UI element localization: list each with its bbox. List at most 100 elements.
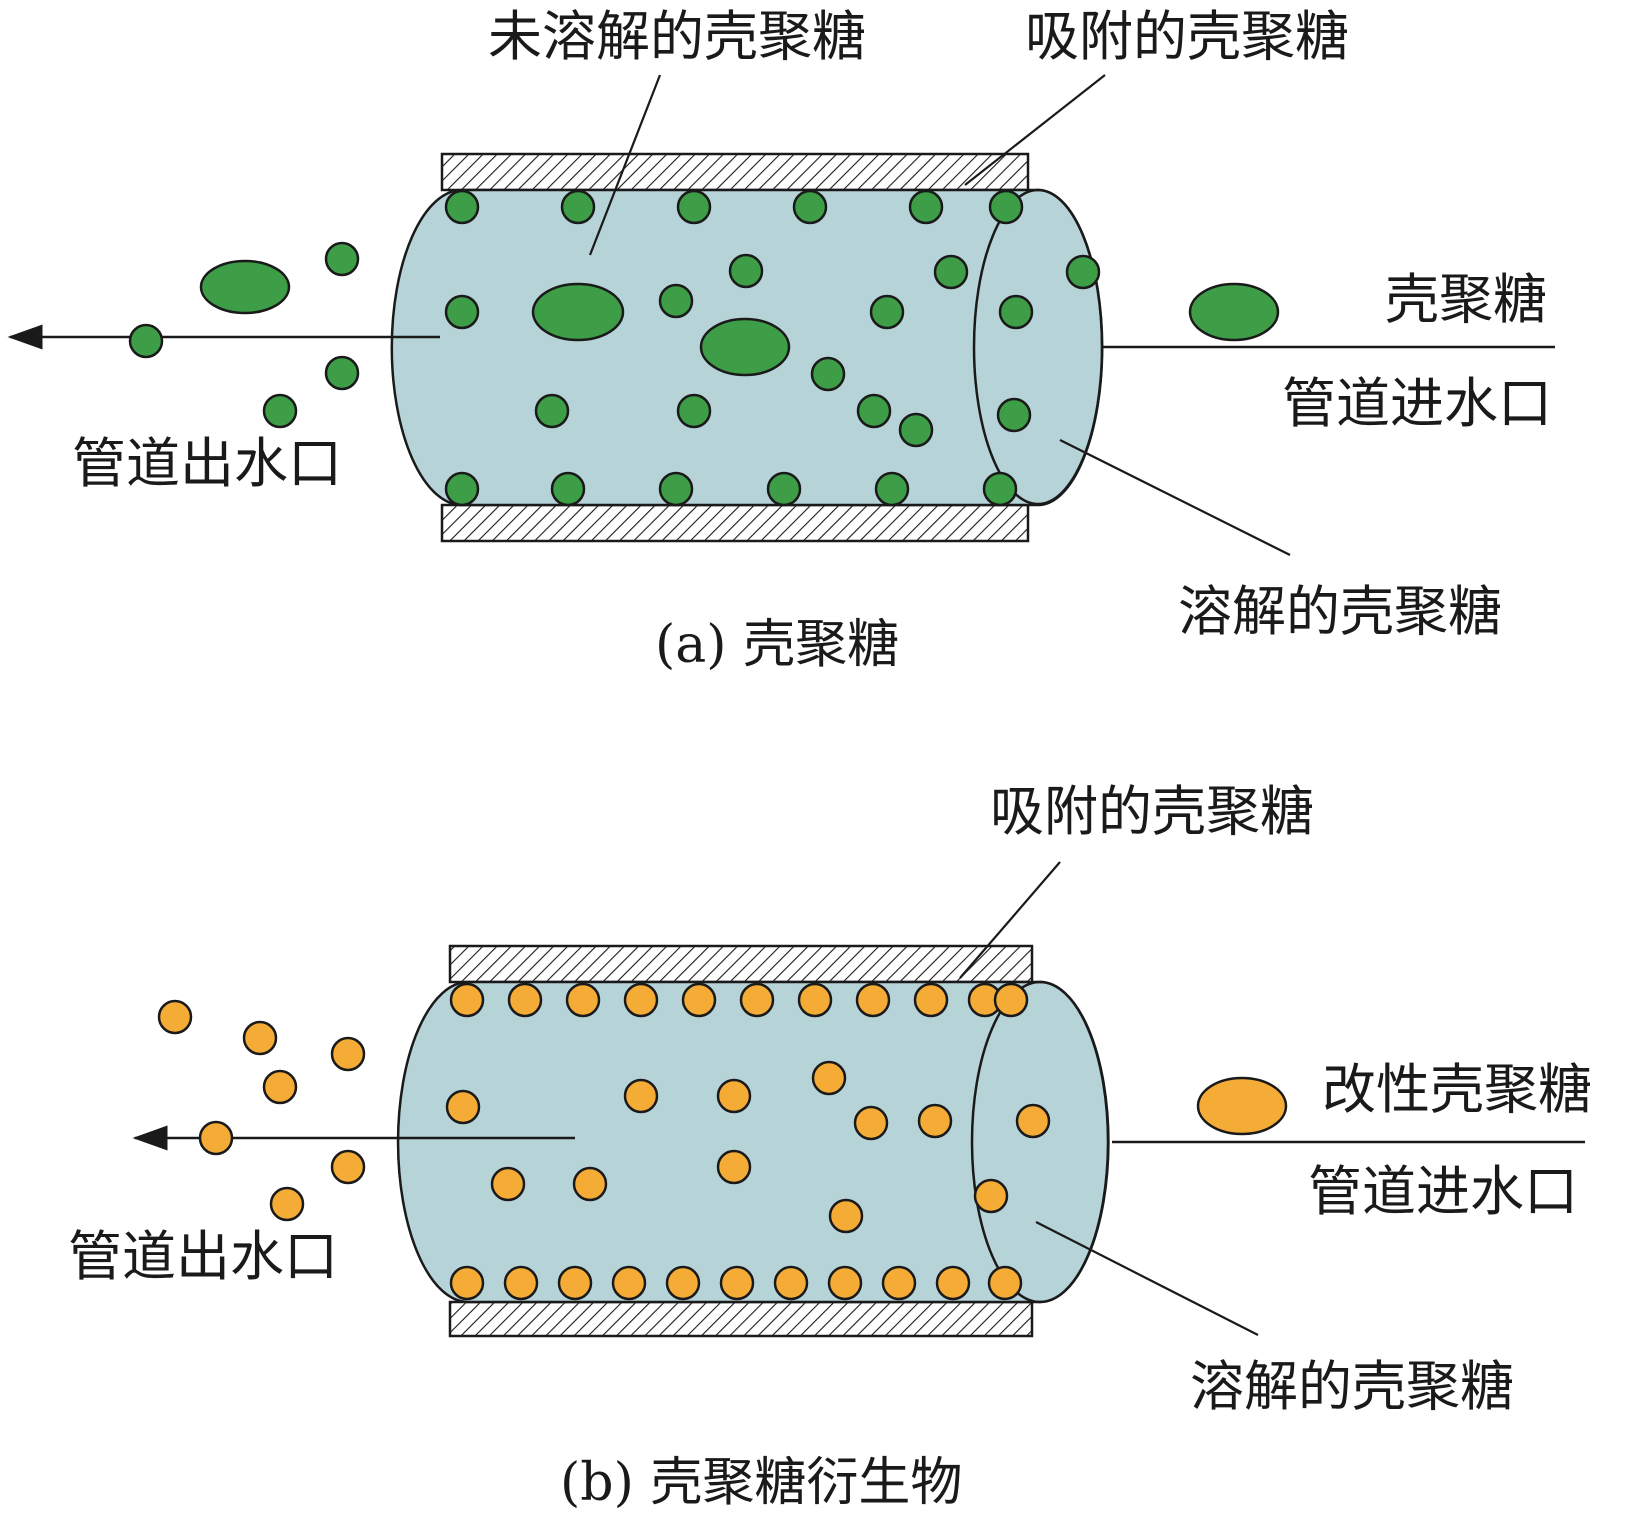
particle	[676, 189, 712, 225]
pipe-body-b	[396, 980, 1110, 1304]
leader-dissolved-a	[1059, 439, 1291, 556]
label-inflow-a: 壳聚糖	[1385, 268, 1547, 331]
leader-adsorbed-a	[964, 74, 1106, 186]
particle	[623, 1078, 659, 1114]
particle	[330, 1036, 366, 1072]
particle	[827, 1265, 863, 1301]
particle	[933, 254, 969, 290]
particle	[728, 253, 764, 289]
pipe-opening-b	[970, 980, 1110, 1304]
leader-dissolved-b	[1035, 1221, 1259, 1336]
particle	[676, 393, 712, 429]
particle	[716, 1149, 752, 1185]
particle	[917, 1103, 953, 1139]
particle	[269, 1186, 305, 1222]
particle	[797, 982, 833, 1018]
particle	[811, 1060, 847, 1096]
particle	[987, 1265, 1023, 1301]
particle-large	[1196, 1076, 1288, 1136]
particle-large	[199, 259, 291, 315]
label-outlet-b: 管道出水口	[68, 1225, 338, 1288]
particle	[810, 356, 846, 392]
leader-undissolved-a	[588, 74, 662, 256]
label-inlet-b: 管道进水口	[1308, 1160, 1578, 1223]
particle	[560, 189, 596, 225]
particle	[623, 982, 659, 1018]
caption-b: (b) 壳聚糖衍生物	[560, 1453, 962, 1513]
particle	[550, 471, 586, 507]
particle	[449, 982, 485, 1018]
pipe-wall-top-a	[440, 152, 1030, 192]
particle	[935, 1265, 971, 1301]
panel-b: 吸附的壳聚糖 改性壳聚糖 管道进水口 管道出水口 溶解的壳聚糖 (b) 壳聚糖衍…	[68, 780, 1592, 1513]
particle	[611, 1265, 647, 1301]
particle	[262, 1069, 298, 1105]
particle	[853, 1105, 889, 1141]
particle	[503, 1265, 539, 1301]
particle	[996, 397, 1032, 433]
particles-a	[128, 189, 1280, 507]
particle	[716, 1078, 752, 1114]
particle	[565, 982, 601, 1018]
particle	[874, 471, 910, 507]
particle	[330, 1149, 366, 1185]
particle	[445, 1089, 481, 1125]
particle	[869, 294, 905, 330]
particle	[856, 393, 892, 429]
particle	[198, 1120, 234, 1156]
particle	[444, 294, 480, 330]
label-adsorbed-a: 吸附的壳聚糖	[1025, 5, 1349, 68]
label-adsorbed-b: 吸附的壳聚糖	[990, 780, 1314, 843]
particle	[1015, 1103, 1051, 1139]
particle	[855, 982, 891, 1018]
label-undissolved-a: 未溶解的壳聚糖	[488, 5, 866, 68]
pipe-wall-bottom-b	[448, 1300, 1034, 1338]
particle	[908, 189, 944, 225]
particle-large	[699, 317, 791, 377]
particle	[998, 294, 1034, 330]
particle	[324, 355, 360, 391]
particle	[324, 241, 360, 277]
particle	[681, 982, 717, 1018]
label-dissolved-a: 溶解的壳聚糖	[1178, 580, 1502, 643]
particle	[766, 471, 802, 507]
particle	[988, 189, 1024, 225]
particle-large	[531, 282, 625, 342]
particle	[449, 1265, 485, 1301]
particle	[128, 323, 164, 359]
particle	[828, 1198, 864, 1234]
particle	[898, 412, 934, 448]
particle-large	[1188, 282, 1280, 342]
particle	[665, 1265, 701, 1301]
pipe-wall-top-b	[448, 944, 1034, 984]
particle	[444, 471, 480, 507]
leader-adsorbed-b	[959, 861, 1061, 979]
particle	[490, 1166, 526, 1202]
particle	[658, 283, 694, 319]
particle	[739, 982, 775, 1018]
particle	[507, 982, 543, 1018]
particle	[242, 1020, 278, 1056]
particle	[773, 1265, 809, 1301]
label-inlet-a: 管道进水口	[1282, 372, 1552, 435]
particle	[913, 982, 949, 1018]
particle	[993, 982, 1029, 1018]
particle	[719, 1265, 755, 1301]
particle	[572, 1166, 608, 1202]
particle	[658, 471, 694, 507]
particle	[973, 1178, 1009, 1214]
particle	[1065, 254, 1101, 290]
particle	[157, 999, 193, 1035]
label-inflow-b: 改性壳聚糖	[1322, 1058, 1592, 1121]
caption-a: (a) 壳聚糖	[655, 615, 899, 675]
label-outlet-a: 管道出水口	[72, 432, 342, 495]
particle	[881, 1265, 917, 1301]
pipe-wall-bottom-a	[440, 503, 1030, 543]
label-dissolved-b: 溶解的壳聚糖	[1190, 1355, 1514, 1418]
particle	[557, 1265, 593, 1301]
particle	[792, 189, 828, 225]
particle	[982, 471, 1018, 507]
particle	[444, 189, 480, 225]
